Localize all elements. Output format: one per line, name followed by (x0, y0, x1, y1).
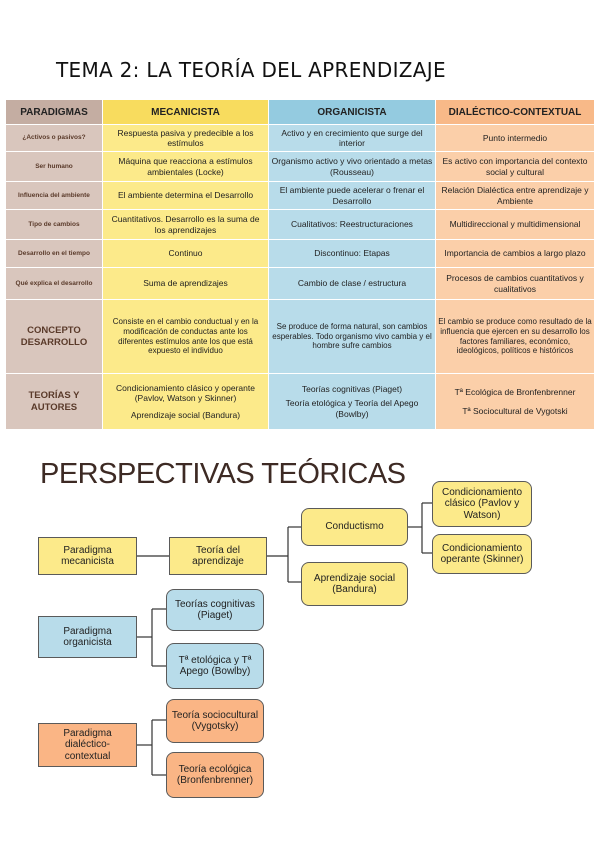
row-label: Ser humano (5, 151, 103, 182)
table-cell: Continuo (102, 239, 269, 268)
cell-line: Tª Sociocultural de Vygotski (462, 405, 568, 416)
table-cell: Es activo con importancia del contexto s… (435, 151, 595, 182)
table-row: Qué explica el desarrollo Suma de aprend… (5, 267, 595, 300)
row-label: TEORÍAS Y AUTORES (5, 373, 103, 430)
node-conductismo: Conductismo (301, 508, 408, 546)
header-dialectico: DIALÉCTICO-CONTEXTUAL (435, 99, 595, 125)
table-row: Tipo de cambios Cuantitativos. Desarroll… (5, 209, 595, 240)
row-label: Qué explica el desarrollo (5, 267, 103, 300)
table-cell: El ambiente puede acelerar o frenar el D… (268, 181, 436, 210)
table-cell: Condicionamiento clásico y operante (Pav… (102, 373, 269, 430)
table-cell: Cambio de clase / estructura (268, 267, 436, 300)
table-cell: Relación Dialéctica entre aprendizaje y … (435, 181, 595, 210)
header-mecanicista: MECANICISTA (102, 99, 269, 125)
row-label: ¿Activos o pasivos? (5, 124, 103, 152)
table-row: ¿Activos o pasivos? Respuesta pasiva y p… (5, 124, 595, 152)
table-cell: Tª Ecológica de Bronfenbrenner Tª Socioc… (435, 373, 595, 430)
table-cell: El cambio se produce como resultado de l… (435, 299, 595, 374)
node-teoria-aprendizaje: Teoría del aprendizaje (169, 537, 267, 575)
table-header-row: PARADIGMAS MECANICISTA ORGANICISTA DIALÉ… (5, 99, 595, 125)
cell-line: Teoría etológica y Teoría del Apego (Bow… (285, 398, 419, 419)
row-label: Desarrollo en el tiempo (5, 239, 103, 268)
table-row: Desarrollo en el tiempo Continuo Discont… (5, 239, 595, 268)
node-condicionamiento-operante: Condicionamiento operante (Skinner) (432, 534, 532, 574)
row-label: Tipo de cambios (5, 209, 103, 240)
table-cell: Punto intermedio (435, 124, 595, 152)
table-cell: Máquina que reacciona a estímulos ambien… (102, 151, 269, 182)
table-cell: Se produce de forma natural, son cambios… (268, 299, 436, 374)
cell-line: Tª Ecológica de Bronfenbrenner (454, 387, 576, 398)
node-paradigma-mecanicista: Paradigma mecanicista (38, 537, 137, 575)
cell-line: Condicionamiento clásico y operante (Pav… (116, 383, 255, 404)
node-teorias-cognitivas: Teorías cognitivas (Piaget) (166, 589, 264, 631)
node-paradigma-organicista: Paradigma organicista (38, 616, 137, 658)
table-cell: Respuesta pasiva y predecible a los estí… (102, 124, 269, 152)
table-cell: Procesos de cambios cuantitativos y cual… (435, 267, 595, 300)
table-cell: Cuantitativos. Desarrollo es la suma de … (102, 209, 269, 240)
page-title: TEMA 2: LA TEORÍA DEL APRENDIZAJE (56, 58, 446, 82)
table-cell: Multidireccional y multidimensional (435, 209, 595, 240)
cell-line: Teorías cognitivas (Piaget) (301, 384, 403, 395)
table-row: Influencia del ambiente El ambiente dete… (5, 181, 595, 210)
node-aprendizaje-social: Aprendizaje social (Bandura) (301, 562, 408, 606)
node-teoria-sociocultural: Teoría sociocultural (Vygotsky) (166, 699, 264, 743)
header-organicista: ORGANICISTA (268, 99, 436, 125)
diagram-title: PERSPECTIVAS TEÓRICAS (40, 458, 406, 490)
table-cell: Organismo activo y vivo orientado a meta… (268, 151, 436, 182)
node-teoria-ecologica: Teoría ecológica (Bronfenbrenner) (166, 752, 264, 798)
table-cell: Activo y en crecimiento que surge del in… (268, 124, 436, 152)
table-cell: Cualitativos: Reestructuraciones (268, 209, 436, 240)
node-condicionamiento-clasico: Condicionamiento clásico (Pavlov y Watso… (432, 481, 532, 527)
table-cell: Teorías cognitivas (Piaget) Teoría etoló… (268, 373, 436, 430)
header-paradigmas: PARADIGMAS (5, 99, 103, 125)
table-row: TEORÍAS Y AUTORES Condicionamiento clási… (5, 373, 595, 430)
paradigms-table: PARADIGMAS MECANICISTA ORGANICISTA DIALÉ… (5, 99, 595, 430)
cell-line: Aprendizaje social (Bandura) (130, 409, 241, 420)
table-cell: Suma de aprendizajes (102, 267, 269, 300)
table-row: Ser humano Máquina que reacciona a estím… (5, 151, 595, 182)
node-paradigma-dialectico: Paradigma dialéctico-contextual (38, 723, 137, 767)
node-teoria-etologica: Tª etológica y Tª Apego (Bowlby) (166, 643, 264, 689)
